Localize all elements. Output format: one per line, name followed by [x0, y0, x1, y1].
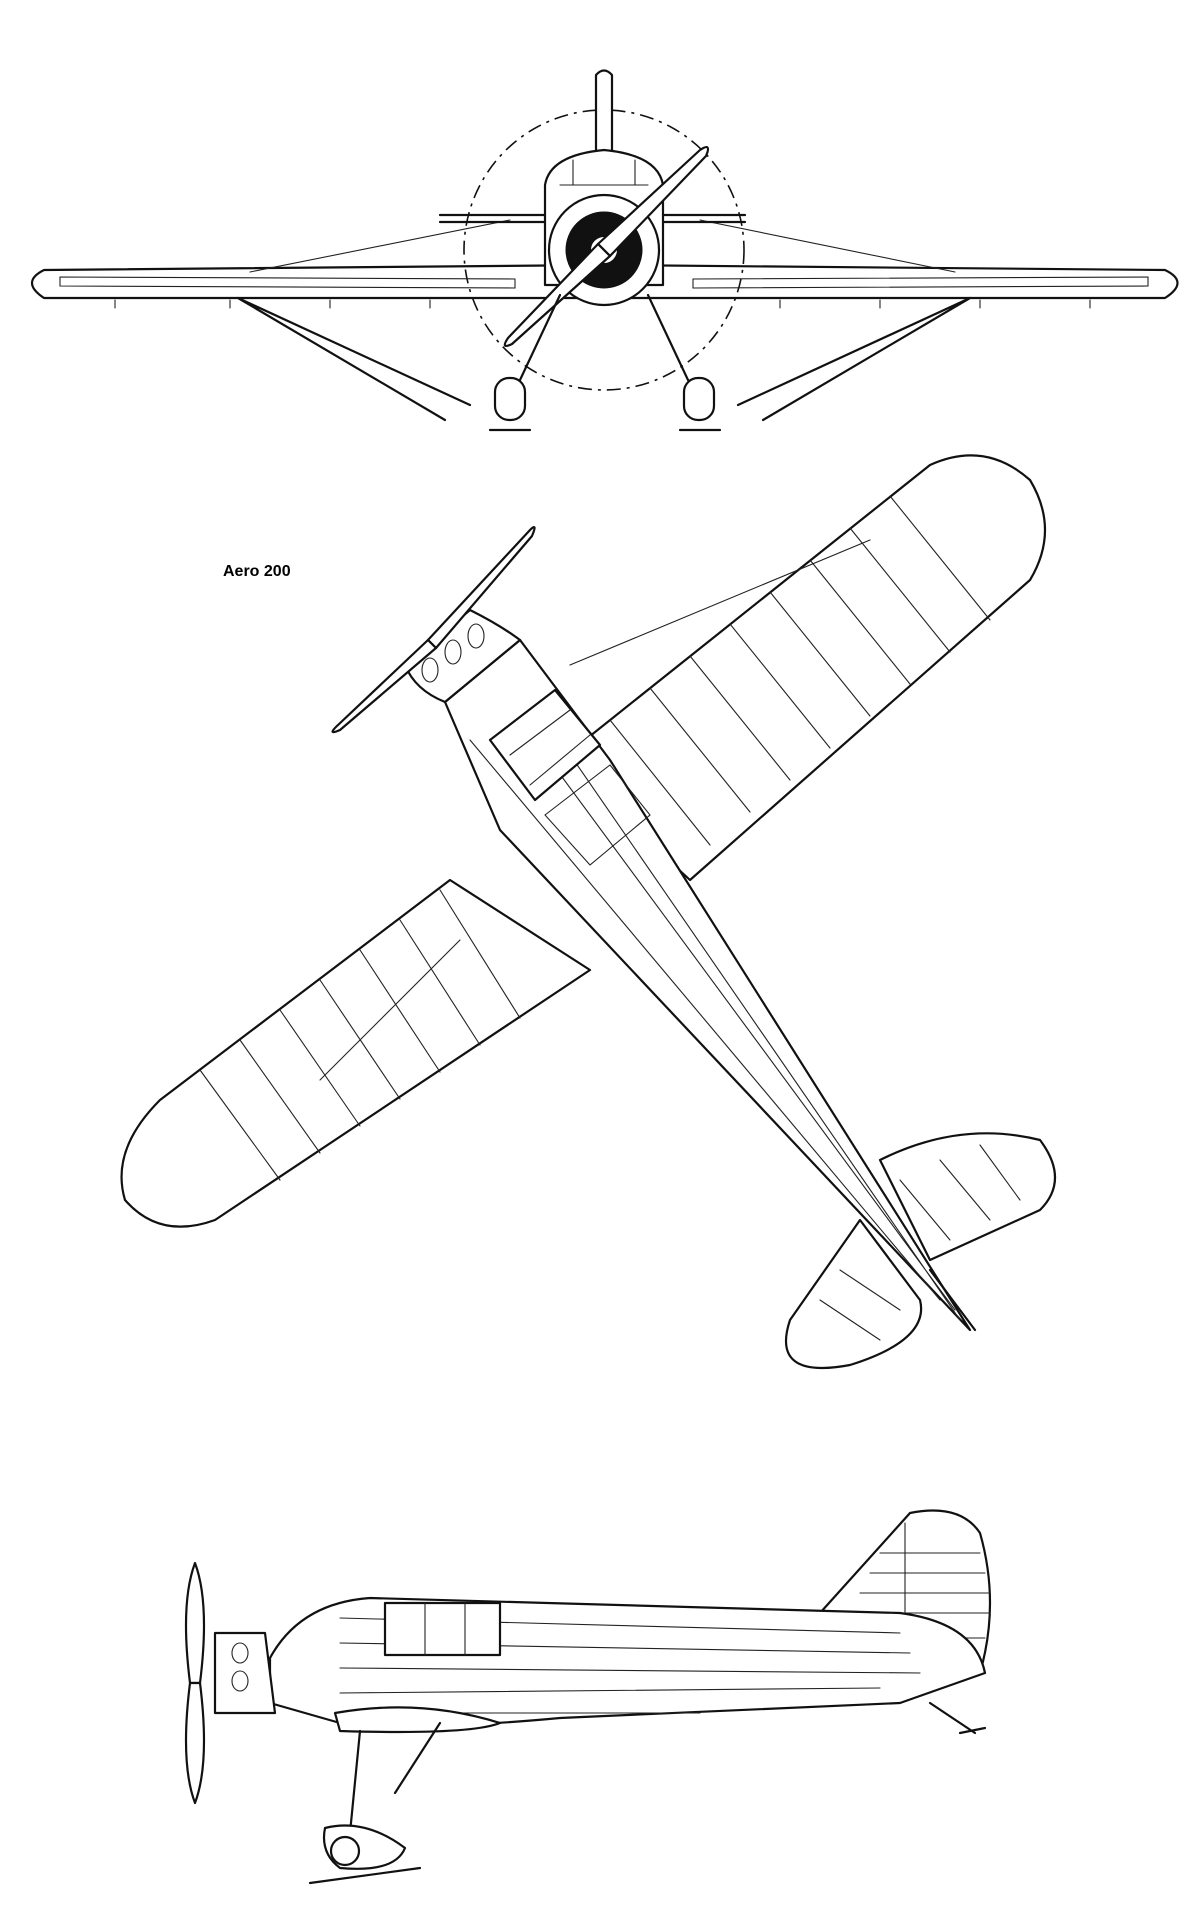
fuselage-stringers	[469, 719, 961, 1321]
cylinder-side-2	[231, 1670, 249, 1692]
tail-ribs	[819, 1144, 1021, 1341]
fuselage-side	[268, 1596, 987, 1728]
cabin-windows-side	[383, 1601, 502, 1657]
fin	[594, 69, 614, 162]
cylinder-3	[467, 623, 485, 649]
canopy-frame	[559, 159, 649, 186]
aileron-lines	[59, 276, 1149, 289]
propeller-blade-upper	[596, 146, 710, 258]
fuselage-stringers-side	[339, 1617, 921, 1714]
wing-hinges	[114, 299, 1091, 309]
propeller-blade-lower	[503, 242, 612, 348]
prop-blade-top	[426, 525, 536, 650]
cowling-top	[403, 608, 522, 704]
wing-struts	[236, 296, 972, 422]
wheel-left	[493, 376, 527, 422]
wing-side	[333, 1706, 502, 1734]
prop-blade-side-bottom	[184, 1681, 206, 1805]
cabin-windows	[544, 764, 651, 866]
cylinder-side-1	[231, 1642, 249, 1664]
gear-legs	[518, 293, 690, 382]
front-view	[30, 69, 1179, 432]
tail-cone	[928, 1268, 977, 1332]
wheel-right	[682, 376, 716, 422]
cylinder-1	[421, 657, 439, 683]
tail-skid	[928, 1701, 987, 1735]
ground-line	[308, 1866, 422, 1885]
side-view	[184, 1509, 992, 1885]
cockpit-canopy	[488, 688, 602, 802]
aircraft-title: Aero 200	[223, 563, 291, 580]
cylinder-2	[444, 639, 462, 665]
upper-struts	[249, 219, 956, 273]
wheel-hub	[329, 1835, 361, 1867]
tailplane-right	[878, 1132, 1057, 1262]
prop-blade-bottom	[331, 638, 438, 734]
rudder-ribs	[849, 1522, 991, 1674]
gear-strut	[348, 1721, 442, 1835]
wing-ribs	[199, 495, 991, 1181]
wing-right	[558, 454, 1046, 882]
top-view	[120, 454, 1057, 1370]
wing-left	[120, 878, 592, 1228]
prop-blade-side-top	[184, 1561, 206, 1685]
canopy-frames	[509, 709, 591, 786]
tailplane-left	[785, 1218, 923, 1370]
window-frames	[424, 1602, 466, 1656]
